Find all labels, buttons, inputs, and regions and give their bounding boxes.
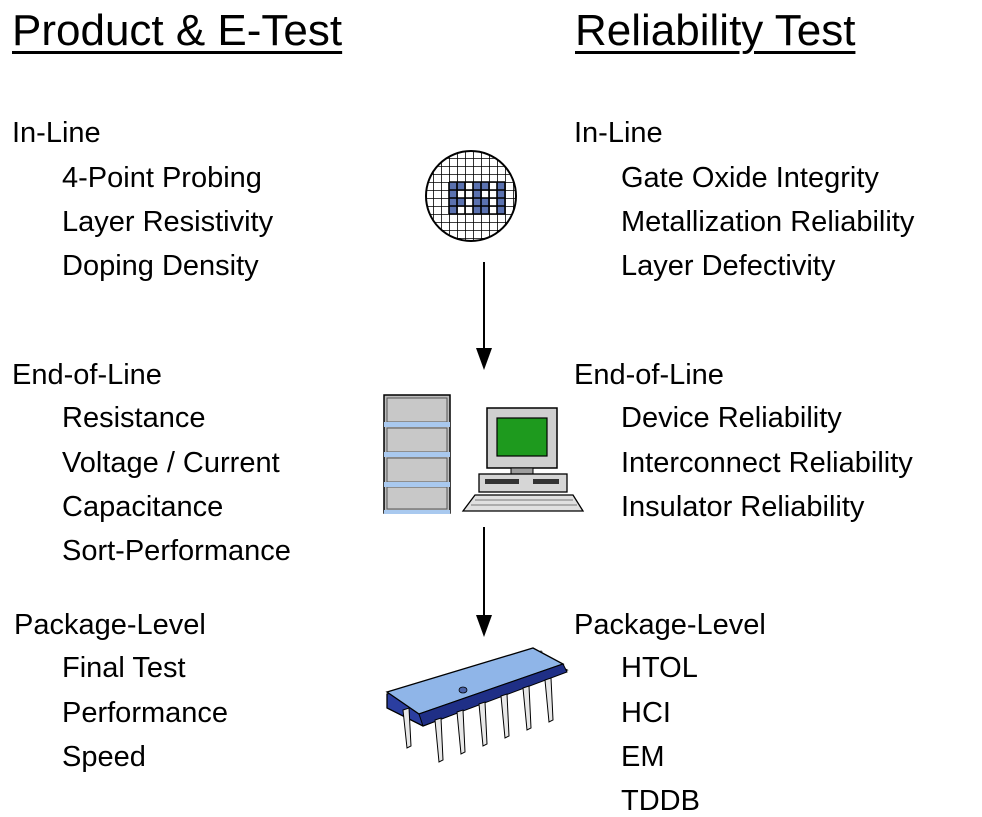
left-item: Resistance [62,402,206,434]
right-item: Metallization Reliability [621,206,915,238]
right-item: HTOL [621,652,698,684]
right-section-heading-in-line: In-Line [574,117,663,149]
right-item: EM [621,741,665,773]
left-item: Voltage / Current [62,447,280,479]
right-item: Layer Defectivity [621,250,836,282]
left-item: Performance [62,697,229,729]
left-item: Final Test [62,652,186,684]
right-item: Gate Oxide Integrity [621,162,879,194]
flow-arrow [476,527,492,637]
right-section-heading-package-level: Package-Level [574,609,766,641]
wafer-icon [425,150,517,242]
left-section-heading-in-line: In-Line [12,117,101,149]
computer-icon [383,394,585,514]
left-item: Layer Resistivity [62,206,274,238]
chip-icon [385,647,569,763]
left-item: 4-Point Probing [62,162,262,194]
right-item: Interconnect Reliability [621,447,913,479]
right-item: Insulator Reliability [621,491,865,523]
flow-arrow [476,262,492,370]
right-item: HCI [621,697,671,729]
left-item: Capacitance [62,491,224,523]
right-item: TDDB [621,785,700,817]
right-column-title: Reliability Test [575,6,856,55]
right-section-heading-end-of-line: End-of-Line [574,359,724,391]
left-section-heading-package-level: Package-Level [14,609,206,641]
left-section-heading-end-of-line: End-of-Line [12,359,162,391]
left-item: Doping Density [62,250,259,282]
left-item: Speed [62,741,146,773]
right-item: Device Reliability [621,402,842,434]
left-item: Sort-Performance [62,535,291,567]
left-column-title: Product & E-Test [12,6,343,55]
